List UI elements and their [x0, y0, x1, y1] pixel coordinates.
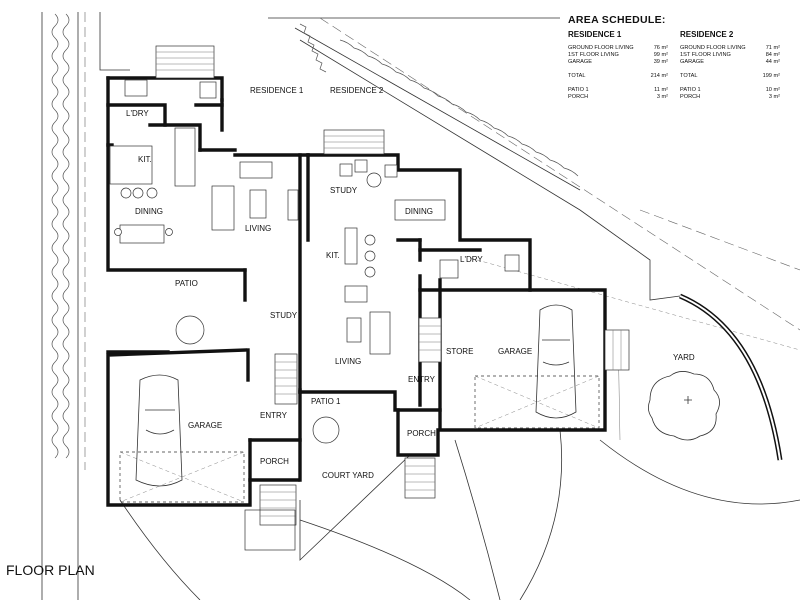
area-schedule-title: AREA SCHEDULE: [568, 14, 666, 26]
room-label-courtyard: COURT YARD [322, 471, 374, 480]
room-label-living-2: LIVING [335, 357, 361, 366]
schedule-row: 1ST FLOOR LIVING 99 m² [568, 52, 668, 59]
row-value: 214 m² [650, 73, 668, 79]
row-label: TOTAL [568, 73, 586, 79]
schedule-total-row: TOTAL 199 m² [680, 73, 780, 80]
schedule-row: GARAGE 39 m² [568, 59, 668, 66]
schedule-row: PATIO 1 11 m² [568, 87, 668, 94]
row-value: 10 m² [765, 87, 780, 93]
row-value: 84 m² [765, 52, 780, 58]
row-label: PATIO 1 [680, 87, 701, 93]
room-label-porch-1: PORCH [260, 457, 289, 466]
tree-icon [648, 371, 720, 441]
residence-1-walls [106, 76, 310, 507]
residence-1-heading: RESIDENCE 1 [568, 30, 622, 39]
row-label: GARAGE [568, 59, 592, 65]
residence-2-furniture [274, 129, 630, 499]
room-label-residence-2: RESIDENCE 2 [330, 86, 384, 95]
room-label-kitchen-2: KIT. [326, 251, 340, 260]
car-icon [135, 374, 183, 487]
schedule-row: GROUND FLOOR LIVING 76 m² [568, 45, 668, 52]
residence-2-schedule: RESIDENCE 2 GROUND FLOOR LIVING 71 m² 1ST… [680, 30, 780, 101]
row-value: 71 m² [765, 45, 780, 51]
row-label: PATIO 1 [568, 87, 589, 93]
room-labels: RESIDENCE 1 RESIDENCE 2 L'DRY KIT. DININ… [126, 86, 695, 480]
schedule-row: GARAGE 44 m² [680, 59, 780, 66]
schedule-row: PORCH 3 m² [568, 94, 668, 101]
schedule-total-row: TOTAL 214 m² [568, 73, 668, 80]
residence-1-schedule: RESIDENCE 1 GROUND FLOOR LIVING 76 m² 1ST… [568, 30, 668, 101]
schedule-row: PORCH 3 m² [680, 94, 780, 101]
hedge-row [51, 13, 70, 459]
room-label-living-1: LIVING [245, 224, 271, 233]
room-label-porch-2: PORCH [407, 429, 436, 438]
room-label-study-1: STUDY [270, 311, 298, 320]
row-label: GROUND FLOOR LIVING [680, 45, 746, 51]
room-label-laundry-1: L'DRY [126, 109, 149, 118]
car-icon [535, 304, 577, 419]
room-label-store-2: STORE [446, 347, 473, 356]
row-label: PORCH [680, 94, 701, 100]
room-label-yard: YARD [673, 353, 695, 362]
row-label: PORCH [568, 94, 589, 100]
area-schedule: AREA SCHEDULE: RESIDENCE 1 GROUND FLOOR … [568, 14, 798, 100]
row-value: 39 m² [653, 59, 668, 65]
row-value: 3 m² [768, 94, 780, 100]
row-label: TOTAL [680, 73, 698, 79]
room-label-garage-2: GARAGE [498, 347, 532, 356]
residence-1-furniture [109, 45, 299, 551]
plan-title: FLOOR PLAN [6, 562, 95, 578]
row-label: 1ST FLOOR LIVING [680, 52, 731, 58]
row-value: 99 m² [653, 52, 668, 58]
schedule-row: 1ST FLOOR LIVING 84 m² [680, 52, 780, 59]
row-value: 76 m² [653, 45, 668, 51]
room-label-garage-1: GARAGE [188, 421, 222, 430]
room-label-entry-1: ENTRY [260, 411, 288, 420]
room-label-patio-2: PATIO 1 [311, 397, 341, 406]
room-label-kitchen-1: KIT. [138, 155, 152, 164]
schedule-row: GROUND FLOOR LIVING 71 m² [680, 45, 780, 52]
room-label-dining-1: DINING [135, 207, 163, 216]
room-label-laundry-2: L'DRY [460, 255, 483, 264]
row-value: 3 m² [656, 94, 668, 100]
room-label-study-2: STUDY [330, 186, 358, 195]
room-label-entry-2: ENTRY [408, 375, 436, 384]
diagonal-hedge [299, 23, 579, 177]
row-value: 199 m² [762, 73, 780, 79]
room-label-patio-1: PATIO [175, 279, 198, 288]
row-value: 44 m² [765, 59, 780, 65]
row-label: GROUND FLOOR LIVING [568, 45, 634, 51]
row-label: GARAGE [680, 59, 704, 65]
row-label: 1ST FLOOR LIVING [568, 52, 619, 58]
room-label-dining-2: DINING [405, 207, 433, 216]
residence-2-heading: RESIDENCE 2 [680, 30, 734, 39]
room-label-residence-1: RESIDENCE 1 [250, 86, 304, 95]
row-value: 11 m² [654, 87, 668, 93]
schedule-row: PATIO 1 10 m² [680, 87, 780, 94]
